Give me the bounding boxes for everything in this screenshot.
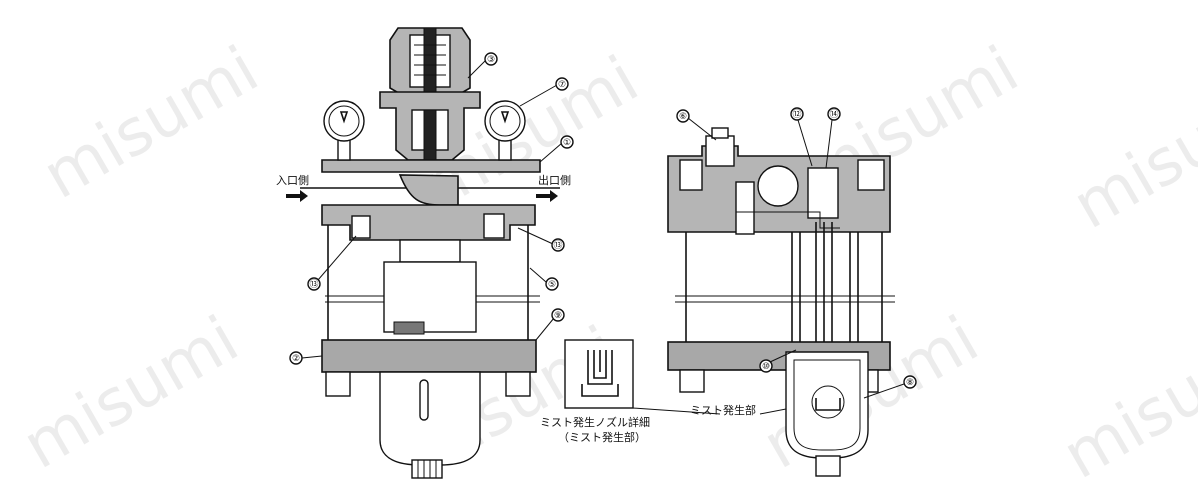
callout-3 bbox=[484, 52, 498, 66]
fill-plug bbox=[705, 135, 735, 167]
watermark-text: misumi bbox=[31, 33, 271, 214]
outlet-arrow bbox=[536, 190, 558, 202]
callout-12 bbox=[790, 107, 804, 121]
seal-right bbox=[483, 213, 505, 239]
flow-port bbox=[757, 165, 799, 207]
left-callouts: ③ ⑦ ① ⑬ ⑬ ⑤ ⑨ ② bbox=[289, 52, 574, 365]
body-upper bbox=[321, 159, 541, 173]
callout-7 bbox=[555, 77, 569, 91]
svg-text:⑨: ⑨ bbox=[554, 311, 562, 321]
nozzle-detail-subtitle: （ミスト発生部） bbox=[558, 430, 646, 444]
svg-text:⑭: ⑭ bbox=[829, 109, 838, 120]
filter-cap bbox=[399, 239, 461, 263]
callout-5 bbox=[545, 277, 559, 291]
svg-text:⑬: ⑬ bbox=[553, 240, 562, 251]
callout-13-right bbox=[551, 238, 565, 252]
mist-generator-circle bbox=[811, 385, 845, 419]
drain-cock bbox=[411, 459, 443, 479]
flow-deflector bbox=[398, 174, 459, 206]
watermark-text: misumi bbox=[11, 303, 251, 484]
callout-9 bbox=[551, 308, 565, 322]
base-nut-left-r bbox=[679, 369, 705, 393]
callout-14 bbox=[827, 107, 841, 121]
spring-coils bbox=[414, 44, 446, 76]
callout-8 bbox=[903, 375, 917, 389]
svg-text:⑬: ⑬ bbox=[309, 279, 318, 290]
base-nut-right bbox=[505, 371, 531, 397]
svg-text:⑦: ⑦ bbox=[558, 80, 566, 90]
svg-text:②: ② bbox=[292, 354, 300, 364]
left-regulator-assembly bbox=[286, 27, 560, 479]
oil-tube bbox=[736, 211, 840, 229]
base-plate bbox=[321, 339, 537, 373]
svg-text:⑩: ⑩ bbox=[762, 362, 770, 372]
svg-text:③: ③ bbox=[487, 55, 495, 65]
detail-frame bbox=[564, 339, 634, 409]
svg-text:⑥: ⑥ bbox=[679, 112, 687, 122]
mist-generator-label: ミスト発生部 bbox=[690, 403, 756, 417]
right-bolt bbox=[857, 159, 885, 191]
nozzle-detail: ミスト発生ノズル詳細 （ミスト発生部） ミスト発生部 bbox=[540, 339, 813, 444]
callout-2 bbox=[289, 351, 303, 365]
body-lower bbox=[321, 204, 536, 241]
inlet-arrow bbox=[286, 190, 308, 202]
base-nut-left bbox=[325, 371, 351, 397]
right-lubricator-assembly bbox=[667, 127, 895, 477]
callout-1 bbox=[560, 135, 574, 149]
nozzle-detail-title: ミスト発生ノズル詳細 bbox=[540, 415, 650, 429]
oil-passage bbox=[735, 181, 755, 235]
seal-left bbox=[351, 215, 371, 239]
outlet-side-label: 出口側 bbox=[538, 173, 571, 187]
left-bolt bbox=[679, 159, 703, 191]
drain-bowl bbox=[379, 371, 481, 466]
watermark-text: misumi bbox=[1051, 313, 1198, 494]
callout-13-left bbox=[307, 277, 321, 291]
svg-text:①: ① bbox=[563, 138, 571, 148]
svg-text:⑫: ⑫ bbox=[792, 109, 801, 120]
outlet-gauge bbox=[484, 100, 526, 161]
sight-window bbox=[419, 379, 429, 421]
callout-6 bbox=[676, 109, 690, 123]
inlet-side-label: 入口側 bbox=[276, 174, 309, 187]
sight-dome bbox=[807, 167, 839, 219]
watermark-text: misumi bbox=[1061, 63, 1198, 244]
filter-element bbox=[383, 261, 477, 333]
callout-10 bbox=[759, 359, 773, 373]
right-callouts: ⑥ ⑫ ⑭ ⑩ ⑧ bbox=[676, 107, 917, 399]
inlet-gauge bbox=[323, 100, 365, 161]
svg-text:⑧: ⑧ bbox=[906, 378, 914, 388]
bowl-drain bbox=[815, 455, 841, 477]
svg-text:⑤: ⑤ bbox=[548, 280, 556, 290]
filter-mesh bbox=[393, 321, 425, 335]
